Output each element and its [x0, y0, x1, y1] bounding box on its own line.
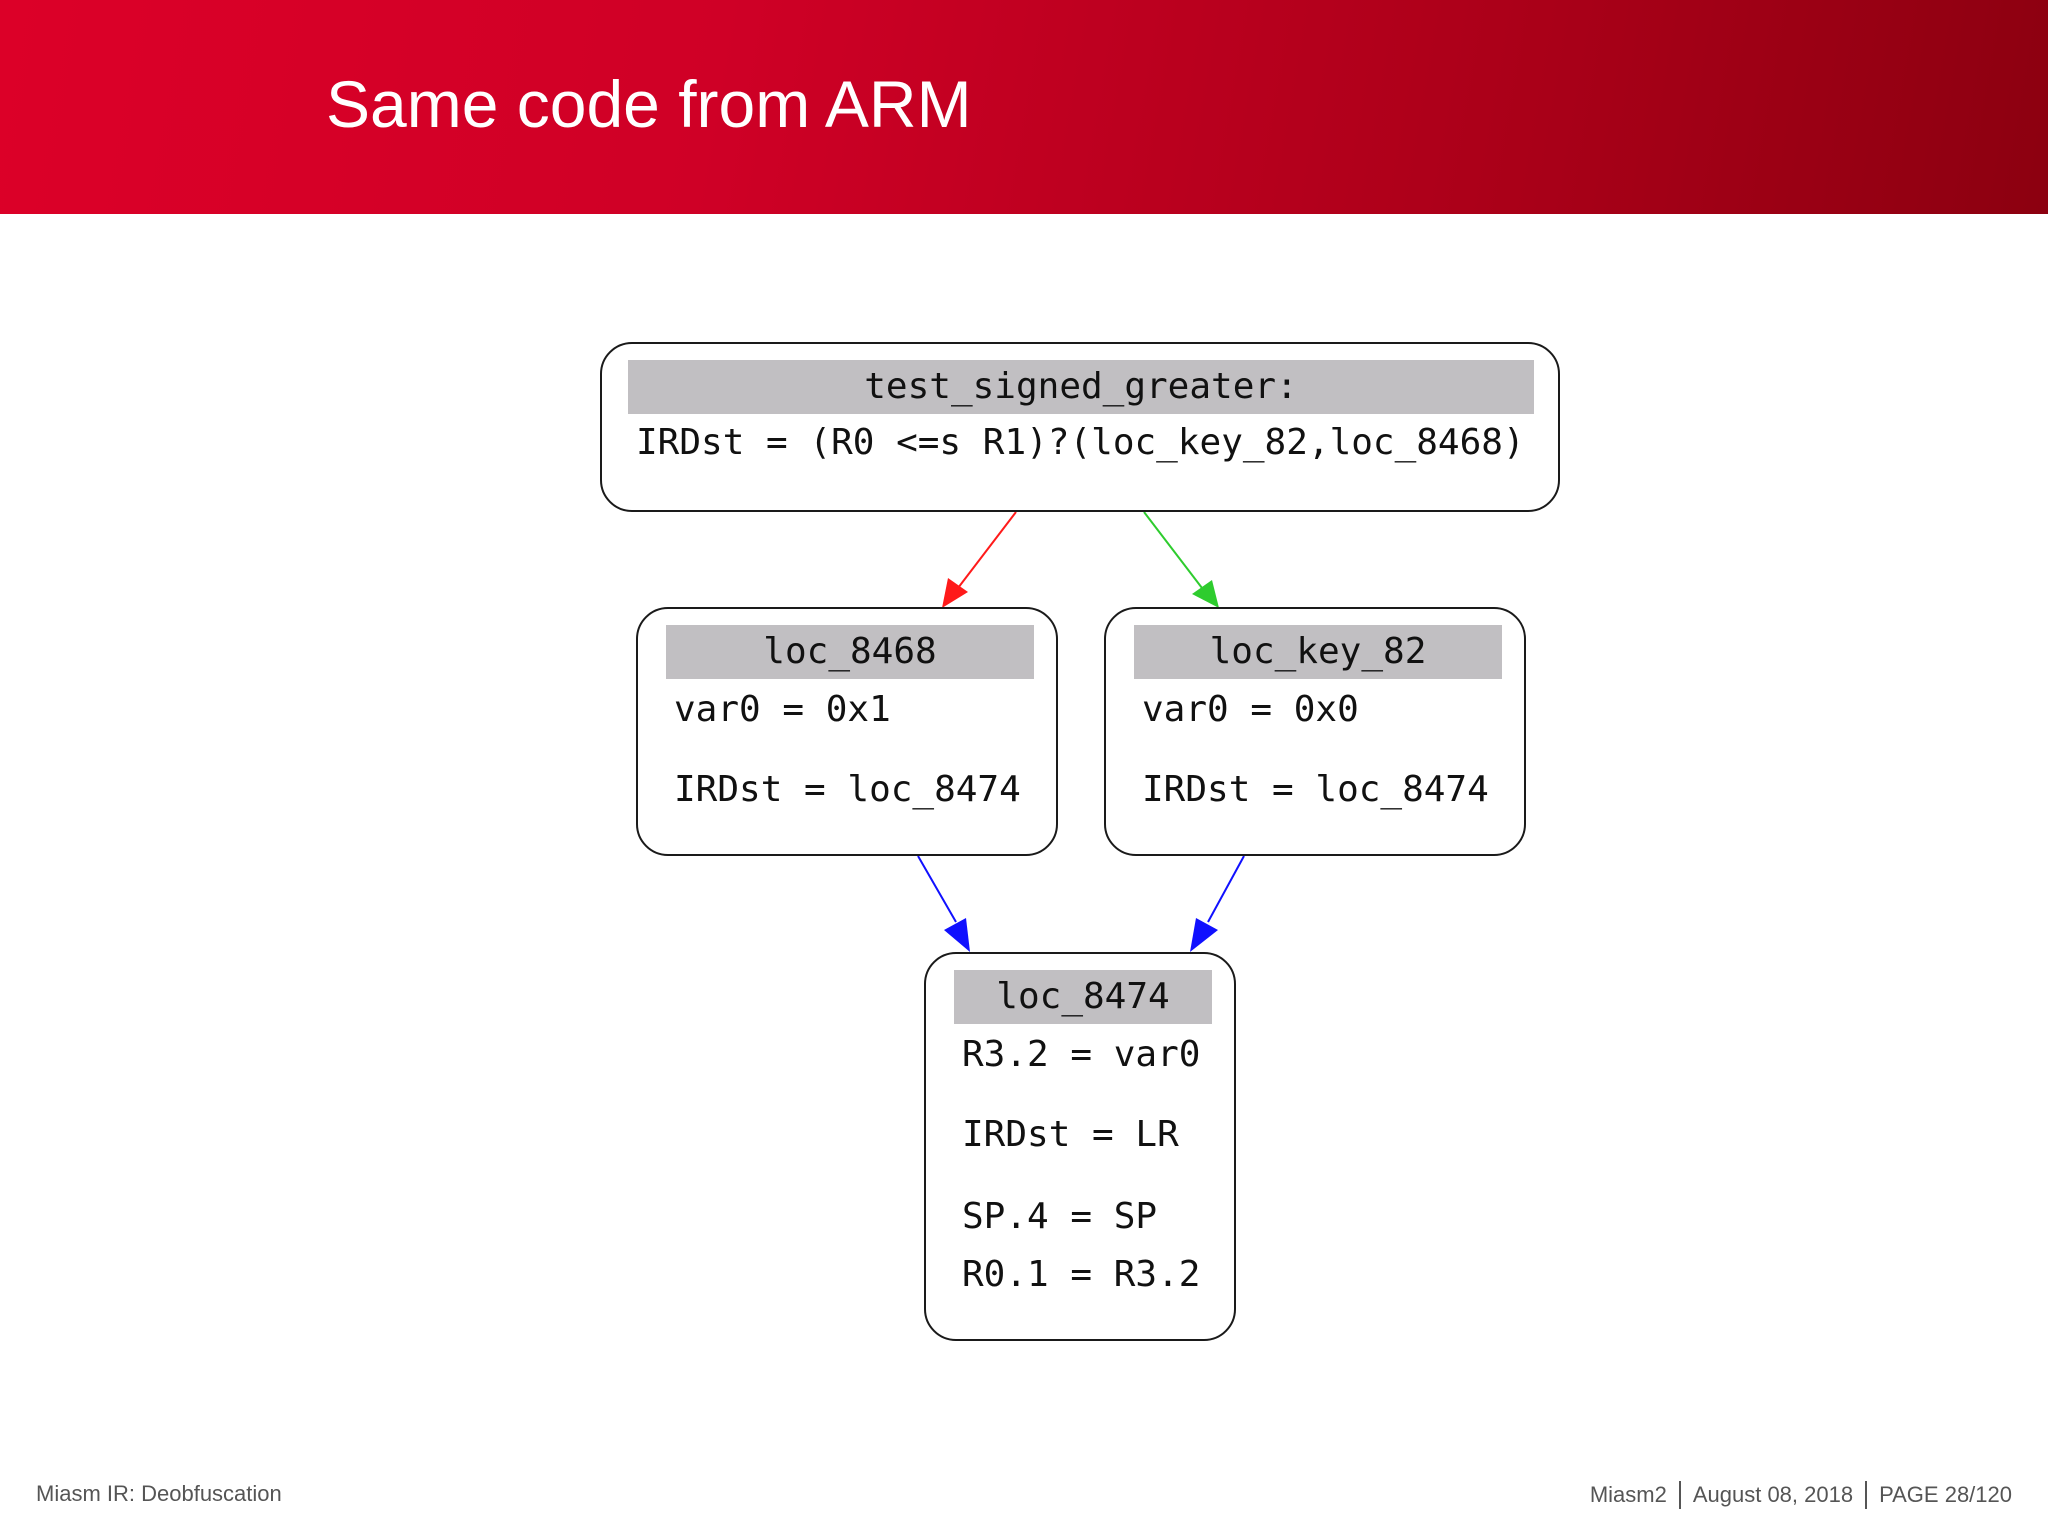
node-loc-8468: loc_8468 var0 = 0x1 IRDst = loc_8474	[636, 607, 1058, 856]
title-bar: Same code from ARM	[0, 0, 2048, 214]
edge-to-loc-key-82	[1143, 511, 1219, 608]
footer-divider	[1678, 1481, 1681, 1509]
node-header: loc_key_82	[1134, 625, 1502, 679]
footer-product: Miasm2	[1589, 1482, 1667, 1507]
node-instruction: IRDst = loc_8474	[1142, 769, 1489, 810]
node-test-signed-greater: test_signed_greater: IRDst = (R0 <=s R1)…	[600, 342, 1560, 512]
node-instruction: SP.4 = SP	[962, 1196, 1158, 1237]
node-instruction: R0.1 = R3.2	[962, 1254, 1201, 1295]
footer-divider	[1865, 1481, 1868, 1509]
edge-loc-8468-to-loc-8474	[917, 855, 970, 952]
footer-left-text: Miasm IR: Deobfuscation	[36, 1481, 282, 1506]
node-header: loc_8474	[954, 970, 1212, 1024]
node-loc-8474: loc_8474 R3.2 = var0 IRDst = LR SP.4 = S…	[924, 952, 1236, 1341]
slide-title: Same code from ARM	[326, 67, 972, 141]
node-instruction: IRDst = LR	[962, 1114, 1179, 1155]
edge-loc-key-82-to-loc-8474	[1190, 855, 1245, 952]
node-instruction: var0 = 0x0	[1142, 689, 1359, 730]
footer-right: Miasm2 August 08, 2018 PAGE 28/120	[1590, 1481, 2012, 1509]
node-instruction: var0 = 0x1	[674, 689, 891, 730]
node-instruction: IRDst = loc_8474	[674, 769, 1021, 810]
footer-page-number: PAGE 28/120	[1879, 1482, 2012, 1507]
footer-date: August 08, 2018	[1692, 1482, 1854, 1507]
node-loc-key-82: loc_key_82 var0 = 0x0 IRDst = loc_8474	[1104, 607, 1526, 856]
node-instruction: R3.2 = var0	[962, 1034, 1201, 1075]
node-instruction: IRDst = (R0 <=s R1)?(loc_key_82,loc_8468…	[636, 422, 1525, 463]
node-header: test_signed_greater:	[628, 360, 1534, 414]
node-header: loc_8468	[666, 625, 1034, 679]
edge-to-loc-8468	[942, 511, 1017, 608]
